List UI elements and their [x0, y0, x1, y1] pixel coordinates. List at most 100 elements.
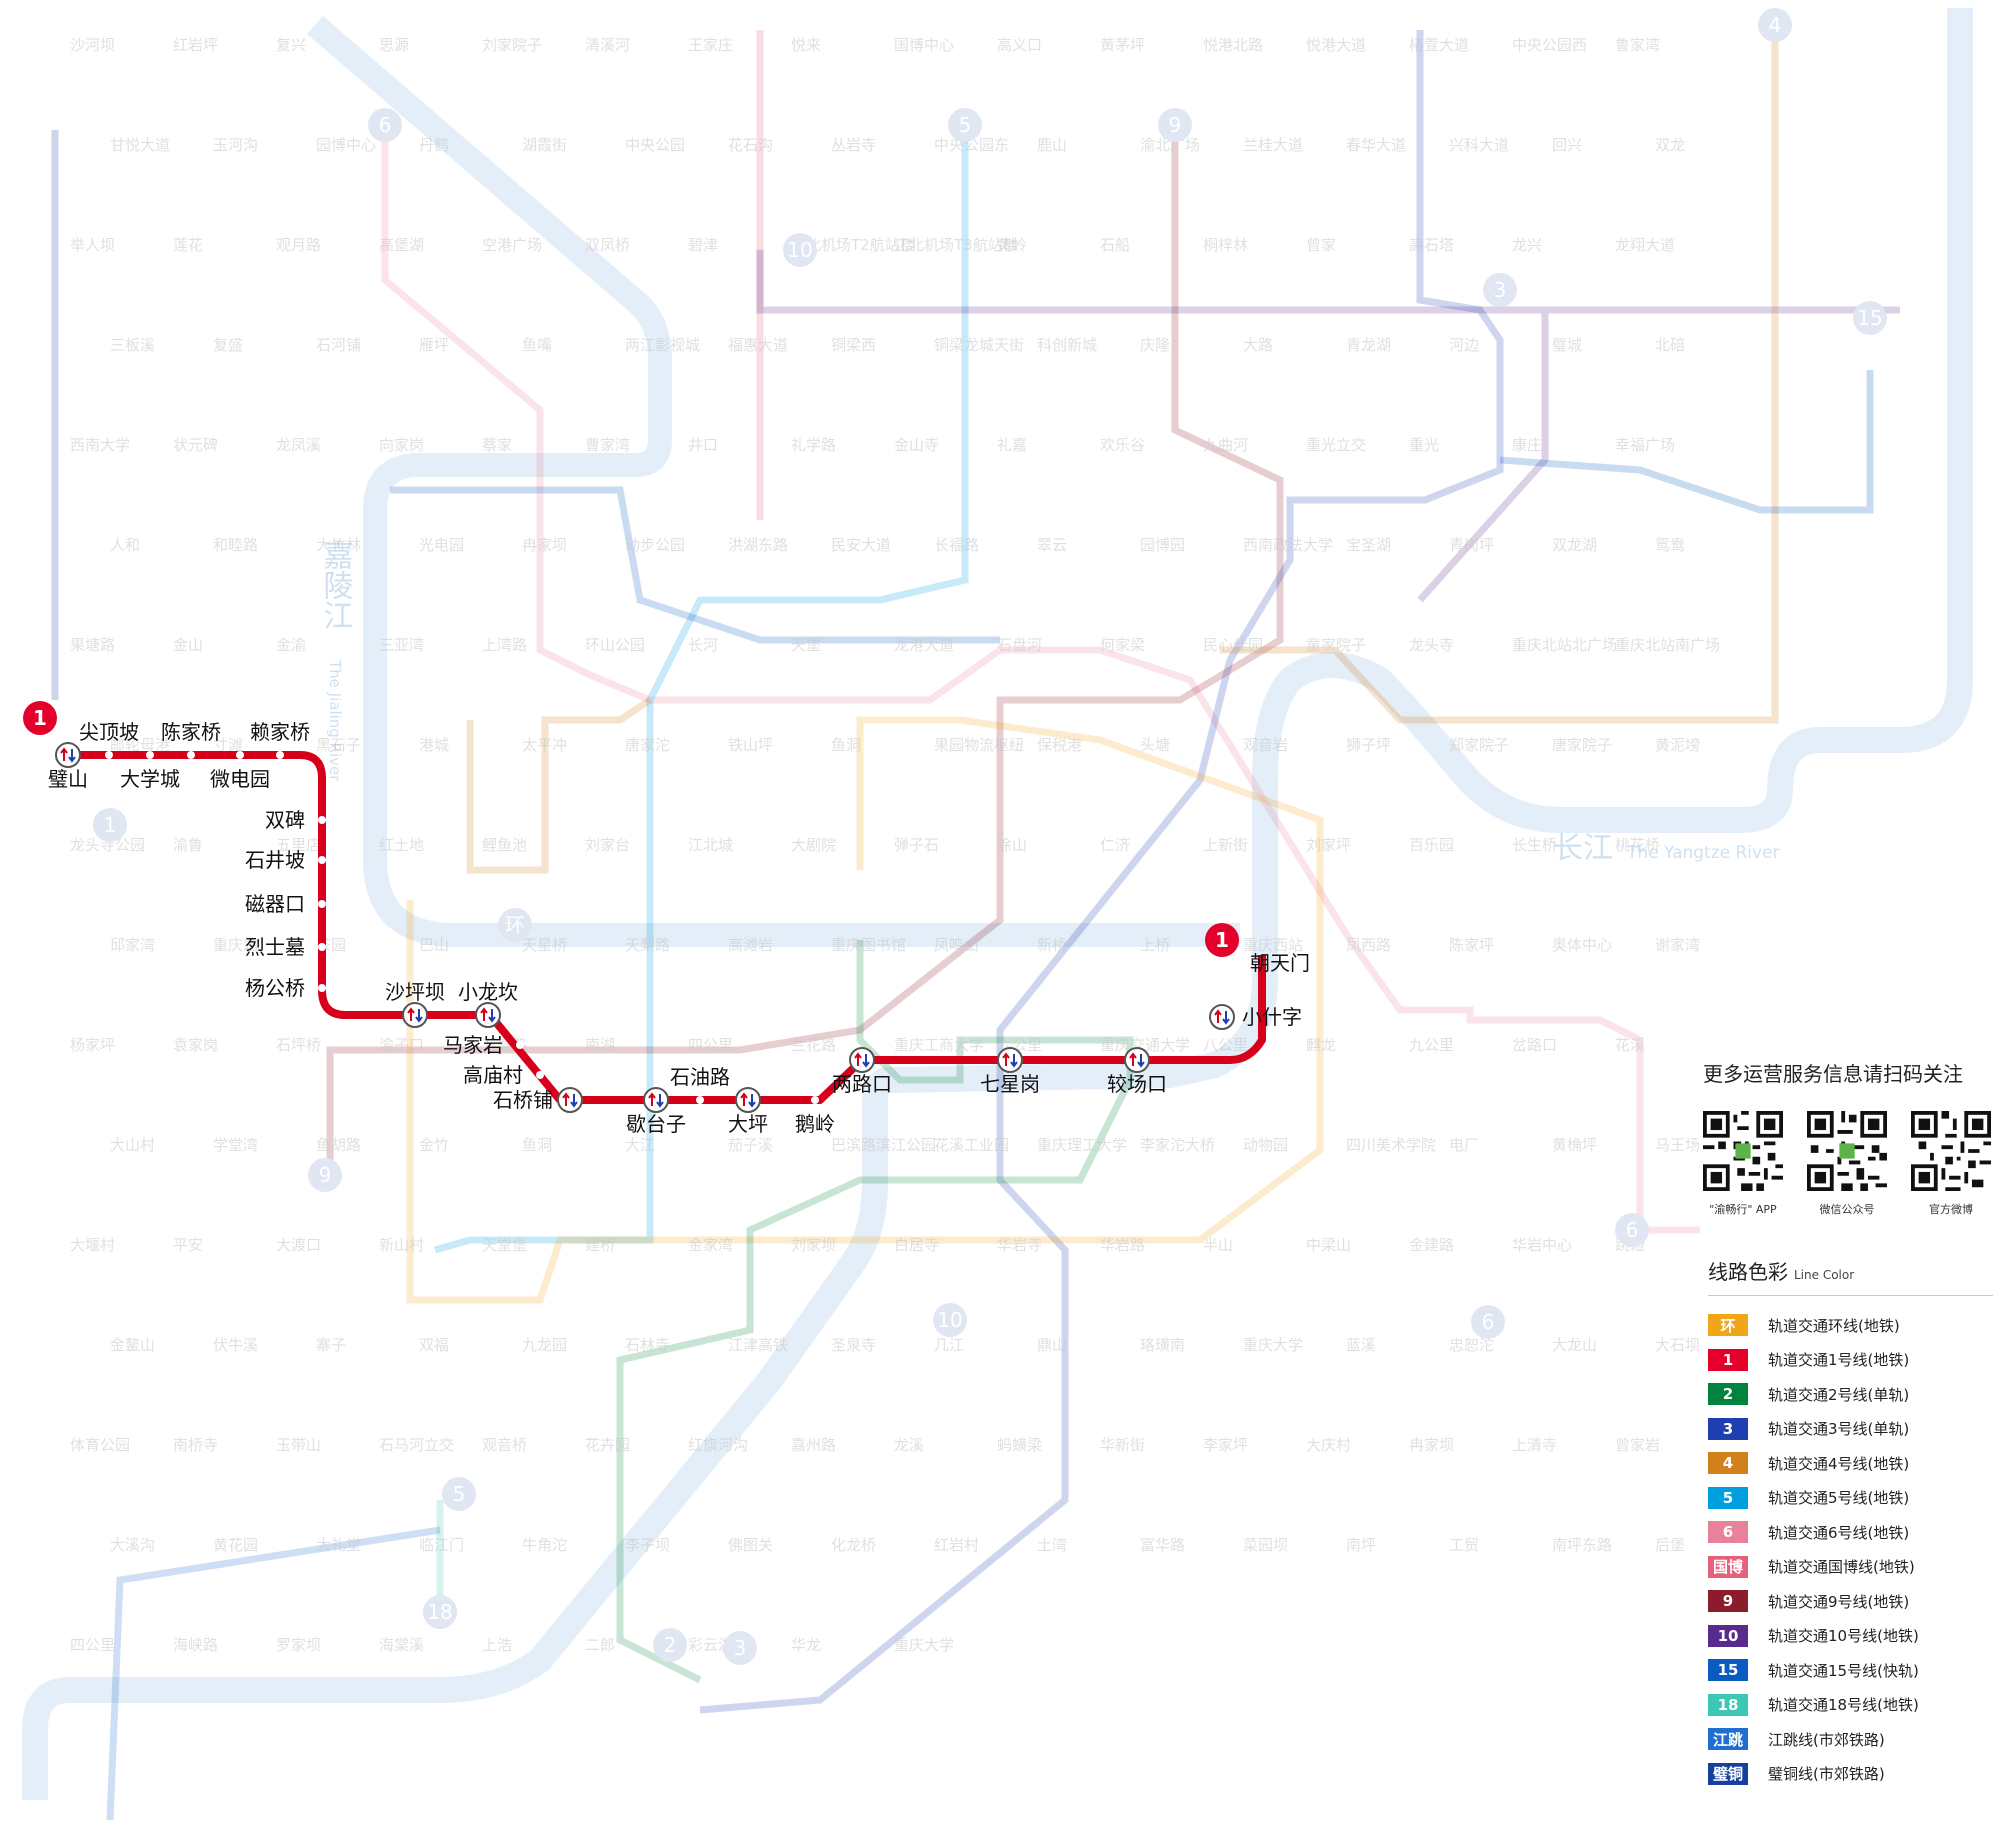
- faded-station-label: 谢家湾: [1655, 936, 1700, 954]
- station[interactable]: 大坪: [728, 1087, 768, 1136]
- faded-station-label: 富华路: [1140, 1536, 1185, 1554]
- faded-station-label: 金家湾: [688, 1236, 733, 1254]
- faded-station-label: 铁山坪: [728, 736, 773, 754]
- faded-station-label: 五里店: [276, 836, 321, 854]
- faded-station-label: 袁家岗: [173, 1036, 218, 1054]
- faded-station-label: 甘悦大道: [110, 136, 170, 154]
- station[interactable]: 沙坪坝: [385, 980, 445, 1028]
- station[interactable]: 朝天门: [1226, 951, 1310, 975]
- faded-line-6: [381, 130, 1700, 1234]
- arrow-up-icon: [1214, 1009, 1222, 1023]
- faded-station-label: 上桥: [1140, 936, 1170, 954]
- station[interactable]: 马家岩: [443, 1033, 524, 1057]
- svg-text:5: 5: [453, 1482, 466, 1506]
- faded-station-label: 黄岭: [997, 236, 1027, 254]
- station[interactable]: 小什字: [1209, 1004, 1302, 1030]
- station[interactable]: 七星岗: [980, 1047, 1040, 1096]
- qr-weibo[interactable]: 官方微博: [1911, 1111, 1991, 1217]
- faded-station-label: 新山村: [379, 1236, 424, 1254]
- station-dot: [318, 984, 326, 992]
- faded-station-label: 弹子石: [894, 836, 939, 854]
- legend-label: 轨道交通9号线(地铁): [1768, 1592, 1910, 1611]
- faded-line-badge: 6: [1471, 1305, 1505, 1339]
- station[interactable]: 石井坡: [245, 848, 326, 872]
- faded-station-label: 金鳌山: [110, 1336, 155, 1354]
- station[interactable]: 小龙坎: [458, 980, 518, 1028]
- station[interactable]: 微电园: [210, 751, 270, 791]
- station[interactable]: 石油路: [670, 1065, 730, 1104]
- faded-station-label: 邮轮母港: [110, 736, 170, 754]
- station[interactable]: 歇台子: [626, 1087, 686, 1136]
- arrow-down-icon: [656, 1094, 664, 1108]
- faded-line-jiangtiao: [106, 1526, 441, 1821]
- station[interactable]: 杨公桥: [245, 976, 326, 1000]
- faded-station-label: 佛图关: [728, 1536, 773, 1554]
- faded-station-label: 江津高铁: [728, 1336, 788, 1354]
- faded-station-label: 海峡路: [173, 1636, 218, 1654]
- faded-station-label: 华岩寺: [997, 1236, 1042, 1254]
- faded-station-label: 状元碑: [173, 436, 218, 454]
- faded-station-label: 电厂: [1449, 1136, 1479, 1154]
- station[interactable]: 高庙村: [463, 1063, 544, 1087]
- station[interactable]: 磁器口: [245, 892, 326, 916]
- transfer-station-icon: [402, 1002, 428, 1028]
- legend-swatch: 6: [1708, 1521, 1748, 1544]
- legend-swatch: 4: [1708, 1452, 1748, 1475]
- faded-station-label: 幸福广场: [1615, 436, 1675, 454]
- faded-station-label: 动物园: [1243, 1136, 1288, 1154]
- faded-station-label: 寸滩: [213, 736, 243, 754]
- station-dot: [318, 943, 326, 951]
- faded-station-label: 黄茅坪: [1100, 36, 1145, 54]
- faded-line-10: [756, 250, 1900, 603]
- station[interactable]: 石桥铺: [493, 1087, 583, 1113]
- faded-station-label: 花溪: [1615, 1036, 1645, 1054]
- faded-station-label: 高堡湖: [379, 236, 424, 254]
- faded-station-label: 果园物流枢纽: [934, 736, 1024, 754]
- faded-station-label: 仁济: [1100, 836, 1130, 854]
- faded-station-label: 大路: [1243, 336, 1273, 354]
- faded-line-badge: 6: [1615, 1213, 1649, 1247]
- station[interactable]: 大学城: [120, 751, 180, 791]
- station[interactable]: 陈家桥: [161, 720, 221, 759]
- faded-station-label: 大庆村: [1306, 1436, 1351, 1454]
- faded-station-label: 园博中心: [316, 136, 376, 154]
- faded-station-label: 马王场: [1655, 1136, 1700, 1154]
- faded-station-label: 龙溪: [894, 1436, 924, 1454]
- qr-wechat[interactable]: 微信公众号: [1807, 1111, 1887, 1217]
- faded-station-label: 桃花桥: [1615, 836, 1660, 854]
- faded-station-label: 九龙园: [522, 1336, 567, 1354]
- faded-station-label: 蚂蟥梁: [997, 1436, 1042, 1454]
- station[interactable]: 较场口: [1107, 1047, 1167, 1096]
- faded-station-label: 珞璜南: [1140, 1336, 1185, 1354]
- faded-station-label: 曾家岩: [1615, 1436, 1660, 1454]
- qr-app[interactable]: "渝畅行" APP: [1703, 1111, 1783, 1217]
- faded-line-badge: 6: [368, 108, 402, 142]
- faded-station-label: 太平冲: [522, 736, 567, 754]
- faded-station-label: 双龙: [1655, 136, 1685, 154]
- station[interactable]: 璧山: [48, 742, 88, 791]
- legend-swatch: 3: [1708, 1417, 1748, 1440]
- station[interactable]: 赖家桥: [250, 720, 310, 759]
- station[interactable]: 尖顶坡: [79, 720, 139, 759]
- station-dot: [536, 1071, 544, 1079]
- faded-station-label: 碧津: [688, 236, 718, 254]
- faded-station-label: 复盛: [213, 336, 243, 354]
- station[interactable]: 烈士墓: [245, 935, 326, 959]
- faded-station-label: 罗家坝: [276, 1636, 321, 1654]
- station[interactable]: 双碑: [265, 808, 326, 832]
- station[interactable]: 两路口: [832, 1047, 892, 1096]
- faded-station-label: 鹿山: [1037, 136, 1067, 154]
- faded-station-label: 童家院子: [1306, 636, 1366, 654]
- faded-station-label: 红岩村: [934, 1536, 979, 1554]
- station[interactable]: 鹅岭: [795, 1096, 835, 1136]
- faded-station-label: 重庆西站: [1243, 936, 1303, 954]
- faded-station-label: 石马河立交: [379, 1436, 454, 1454]
- legend-label: 轨道交通5号线(地铁): [1768, 1489, 1910, 1508]
- legend-swatch: 5: [1708, 1486, 1748, 1509]
- faded-station-label: 八公里: [1203, 1036, 1248, 1054]
- faded-station-label: 重庆北站南广场: [1615, 636, 1720, 654]
